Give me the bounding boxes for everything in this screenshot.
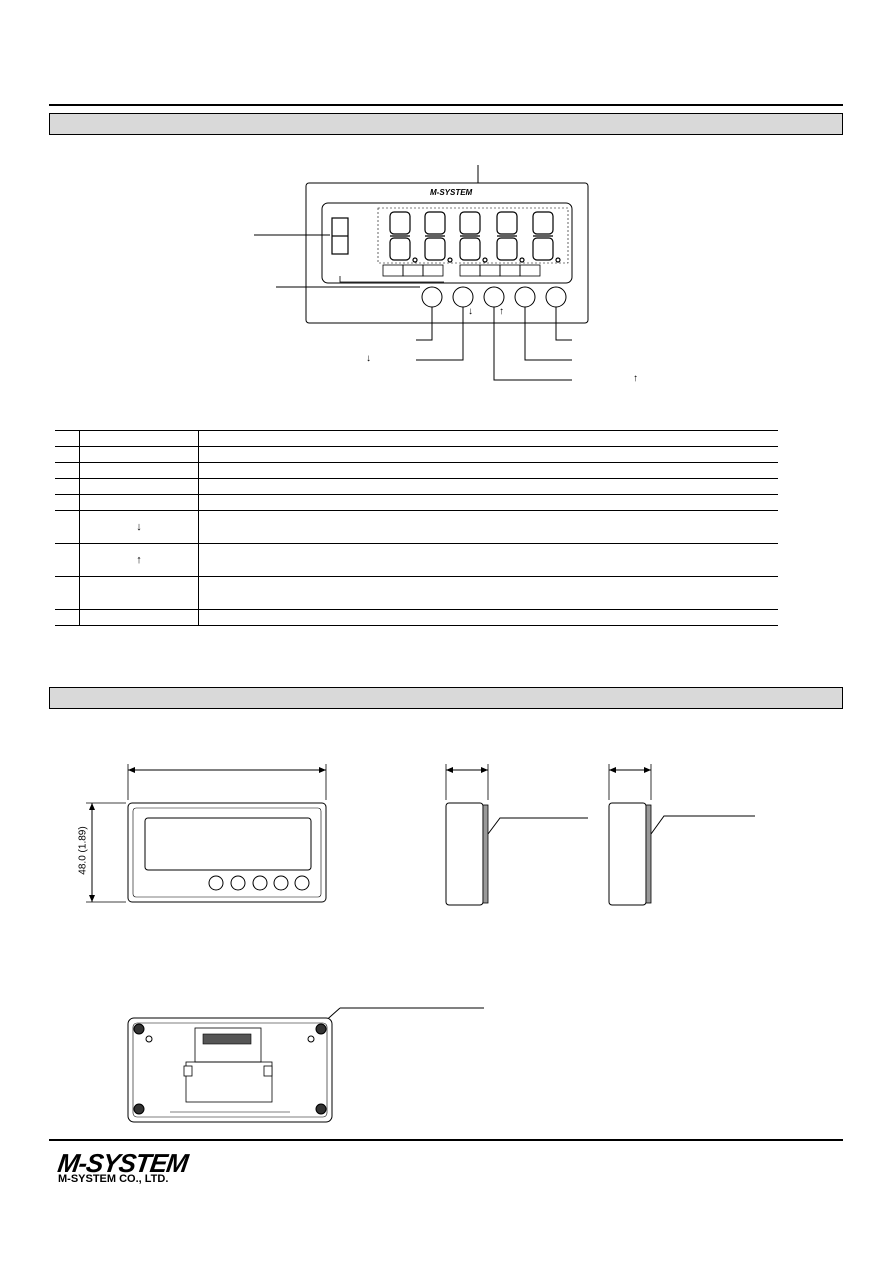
table-row: ↑ (55, 543, 778, 577)
callout-line-key-5 (555, 307, 572, 341)
status-indicators (382, 264, 541, 277)
key-5-button[interactable] (545, 286, 567, 308)
top-rule (49, 104, 843, 106)
callout-line-key-4 (524, 307, 572, 361)
channel-digit (331, 217, 349, 255)
table-cell-no (55, 510, 80, 544)
table-cell-no (55, 543, 80, 577)
table-cell-desc (198, 430, 778, 447)
table-row (55, 462, 778, 479)
front-view-drawing (86, 764, 755, 906)
callout-line-key-1 (416, 307, 433, 341)
table-cell-desc (198, 446, 778, 463)
table-cell-name: ↓ (79, 510, 199, 544)
key-down-arrow-label: ↓ (468, 306, 473, 317)
table-cell-desc (198, 543, 778, 577)
table-cell-no (55, 494, 80, 511)
callout-line-key-down (416, 307, 464, 361)
key-4-button[interactable] (514, 286, 536, 308)
key-up-arrow-label: ↑ (499, 306, 504, 317)
display-window (321, 202, 573, 284)
callout-line-key-up (493, 307, 572, 381)
table-cell-name (79, 576, 199, 610)
callout-down-arrow-label: ↓ (366, 353, 371, 364)
table-row (55, 576, 778, 610)
indicator-bracket (339, 276, 444, 283)
key-up-button[interactable] (483, 286, 505, 308)
table-cell-no (55, 478, 80, 495)
table-row (55, 478, 778, 495)
table-cell-desc (198, 609, 778, 626)
callout-up-arrow-label: ↑ (633, 373, 638, 384)
front-panel-diagram (254, 165, 589, 381)
key-buttons (421, 286, 567, 308)
section-header-dimensions (49, 687, 843, 709)
front-height-label: 48.0 (1.89) (77, 826, 89, 875)
table-cell-name (79, 494, 199, 511)
key-down-button[interactable] (452, 286, 474, 308)
footer-rule (49, 1139, 843, 1141)
rear-view-drawing (127, 1007, 484, 1123)
main-display-frame (377, 207, 569, 264)
table-cell-desc (198, 510, 778, 544)
table-cell-desc (198, 576, 778, 610)
table-row (55, 609, 778, 626)
table-cell-desc (198, 478, 778, 495)
table-cell-name (79, 446, 199, 463)
function-table: ↓ ↑ (55, 430, 778, 626)
table-cell-no (55, 446, 80, 463)
table-cell-no (55, 609, 80, 626)
section-header-front-panel (49, 113, 843, 135)
company-name: M-SYSTEM CO., LTD. (58, 1173, 169, 1185)
seven-segment-digits (389, 211, 561, 263)
table-cell-desc (198, 494, 778, 511)
table-cell-name (79, 462, 199, 479)
table-cell-name: ↑ (79, 543, 199, 577)
table-cell-no (55, 430, 80, 447)
table-cell-no (55, 462, 80, 479)
table-row (55, 446, 778, 463)
table-cell-desc (198, 462, 778, 479)
table-row: ↓ (55, 510, 778, 544)
table-cell-name (79, 609, 199, 626)
key-1-button[interactable] (421, 286, 443, 308)
table-cell-name (79, 430, 199, 447)
panel-brand-label: M-SYSTEM (430, 188, 473, 197)
table-cell-name (79, 478, 199, 495)
table-cell-no (55, 576, 80, 610)
table-row (55, 430, 778, 447)
table-row (55, 494, 778, 511)
